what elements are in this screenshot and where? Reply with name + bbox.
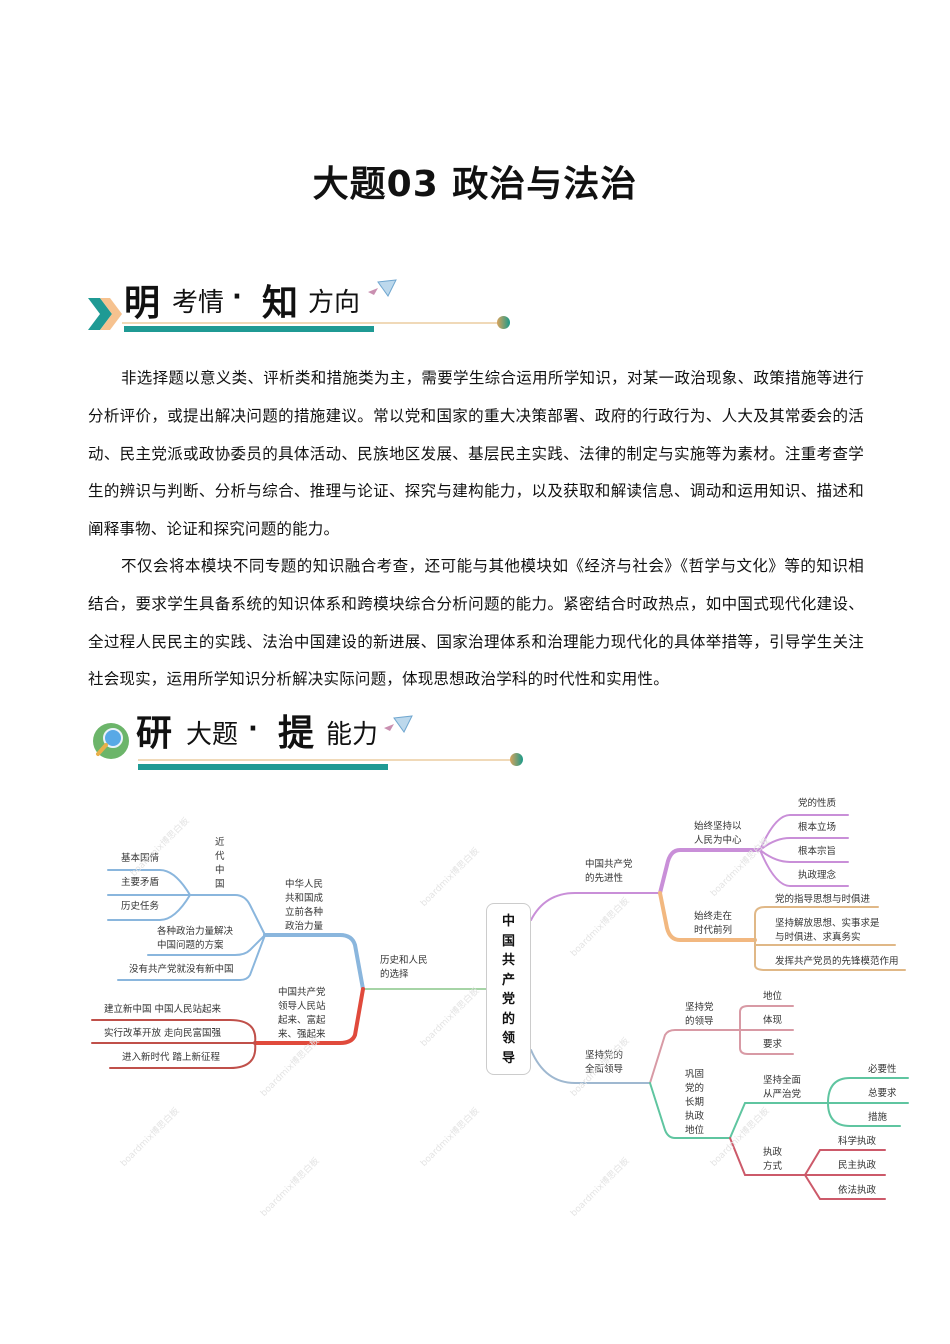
paper-plane-icon <box>384 715 413 733</box>
paper-plane-icon <box>368 279 397 297</box>
leaf-stand-up: 建立新中国 中国人民站起来 <box>104 1004 222 1015</box>
heading-text: 大题 <box>186 720 239 750</box>
node-consolidate-governing: 巩固党的 长期执政 地位 <box>685 1069 705 1136</box>
node-strict-self-governance: 坚持全面从严治党 <box>763 1075 802 1100</box>
heading-text: 方向 <box>308 288 361 318</box>
leaf-basic-conditions: 基本国情 <box>121 853 160 864</box>
node-people-centered: 始终坚持以人民为中心 <box>694 821 742 846</box>
root-char: 党 <box>501 992 515 1007</box>
divider-bar <box>124 326 374 332</box>
node-uphold-leadership: 坚持党的领导 <box>685 1002 714 1027</box>
root-char: 国 <box>501 933 515 949</box>
leaf-manifestation: 体现 <box>763 1015 783 1026</box>
leaf-party-nature: 党的性质 <box>798 798 837 809</box>
heading-big-char: 知 <box>262 282 299 324</box>
leaf-necessity: 必要性 <box>868 1064 897 1075</box>
magnifier-icon <box>93 723 129 759</box>
root-char: 中 <box>501 914 515 929</box>
root-char: 领 <box>501 1031 515 1046</box>
leaf-scientific-governance: 科学执政 <box>838 1136 877 1147</box>
heading-big-char: 提 <box>278 712 315 754</box>
divider-dot <box>510 753 523 766</box>
divider-line <box>122 322 500 324</box>
node-party-advanced-nature: 中国共产党的先进性 <box>585 859 633 884</box>
node-overall-leadership: 坚持党的全面领导 <box>585 1050 624 1075</box>
leaf-main-contradiction: 主要矛盾 <box>121 877 160 888</box>
heading-dot: · <box>248 714 258 744</box>
leaf-fundamental-stance: 根本立场 <box>798 822 837 833</box>
leaf-lawful-governance: 依法执政 <box>838 1185 877 1196</box>
root-char: 共 <box>501 953 515 968</box>
node-modern-china: 近代 中国 <box>215 837 225 890</box>
section-header-exam-analysis: 明 考情 · 知 方向 <box>86 272 526 342</box>
node-forefront-of-era: 始终走在时代前列 <box>694 911 733 936</box>
leaf-requirements: 要求 <box>763 1039 783 1050</box>
mind-map-root: 中 国 共 产 党 的 领 导 <box>486 903 531 1075</box>
document-title: 大题03 政治与法治 <box>312 164 638 205</box>
leaf-democratic-governance: 民主执政 <box>838 1160 877 1171</box>
node-party-leads-people: 中国共产党领导人民站 起来、富起来、强起来 <box>278 987 326 1040</box>
node-history-choice: 历史和人民的选择 <box>380 955 428 980</box>
divider-dot <box>497 316 510 329</box>
paragraph-1: 非选择题以意义类、评析类和措施类为主，需要学生综合运用所学知识，对某一政治现象、… <box>88 369 864 539</box>
leaf-reform-opening: 实行改革开放 走向民富国强 <box>104 1028 222 1039</box>
leaf-overall-requirement: 总要求 <box>868 1088 897 1099</box>
leaf-fundamental-purpose: 根本宗旨 <box>798 846 837 857</box>
leaf-measures: 措施 <box>868 1112 888 1123</box>
heading-dot: · <box>232 282 242 312</box>
divider-bar <box>138 764 388 770</box>
leaf-vanguard-role: 发挥共产党员的先锋模范作用 <box>775 956 899 967</box>
divider-line <box>138 759 512 761</box>
heading-big-char: 研 <box>136 712 173 754</box>
heading-text: 考情 <box>172 288 225 318</box>
root-char: 导 <box>501 1050 515 1066</box>
paragraph-2: 不仅会将本模块不同专题的知识融合考查，还可能与其他模块如《经济与社会》《哲学与文… <box>88 557 864 689</box>
leaf-new-era: 进入新时代 踏上新征程 <box>122 1052 221 1063</box>
leaf-no-party-no-china: 没有共产党就没有新中国 <box>129 964 234 975</box>
heading-text: 能力 <box>326 720 379 750</box>
leaf-status: 地位 <box>763 991 783 1002</box>
section-header-study-questions: 研 大题 · 提 能力 <box>86 704 536 774</box>
leaf-historical-task: 历史任务 <box>121 901 160 912</box>
leaf-emancipate-mind: 坚持解放思想、实事求是与时俱进、求真务实 <box>775 918 880 943</box>
heading-big-char: 明 <box>124 282 161 324</box>
root-char: 产 <box>501 972 515 988</box>
node-governing-methods: 执政方式 <box>763 1147 783 1172</box>
chevron-icon <box>88 298 122 330</box>
root-char: 的 <box>501 1011 515 1027</box>
leaf-solutions: 各种政治力量解决中国问题的方案 <box>157 926 234 951</box>
leaf-guiding-thought: 党的指导思想与时俱进 <box>775 894 871 905</box>
node-political-forces: 中华人民共和国成 立前各种政治力量 <box>285 879 324 932</box>
leaf-governing-philosophy: 执政理念 <box>798 870 837 881</box>
